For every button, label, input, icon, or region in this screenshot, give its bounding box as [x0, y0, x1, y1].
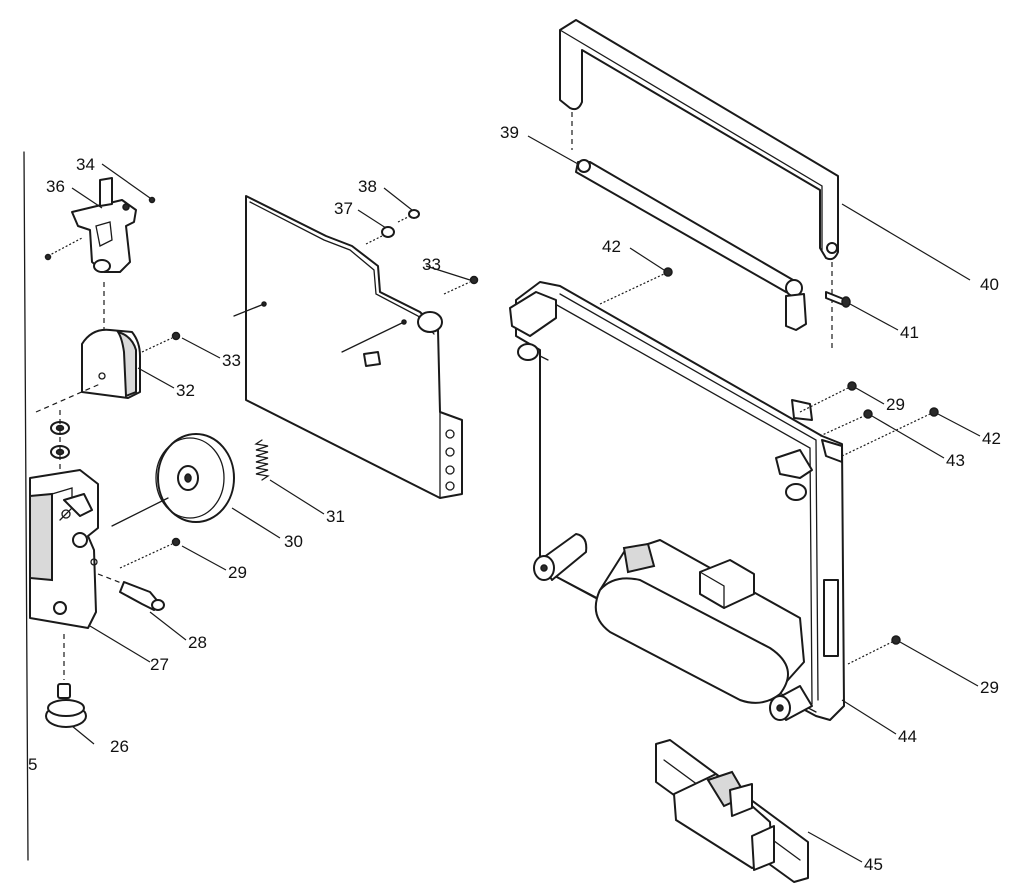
screw-left-36 [44, 237, 83, 261]
callout-40: 40 [980, 275, 999, 294]
part-32-guide-block [81, 328, 141, 399]
part-34-screw [148, 196, 156, 204]
screw-33-upper [443, 275, 479, 295]
callout-30: 30 [284, 532, 303, 551]
frame-roller-right [769, 685, 813, 721]
callout-45: 45 [864, 855, 883, 874]
part-36-bracket [71, 177, 137, 273]
part-45-module [655, 739, 809, 883]
part-26-knob [45, 634, 87, 728]
callout-28: 28 [188, 633, 207, 652]
part-28-shaft-pin [97, 573, 165, 611]
screw-42-lower [841, 407, 939, 457]
callout-42-upper: 42 [602, 237, 621, 256]
part-31-spring [254, 439, 270, 481]
callout-37: 37 [334, 199, 353, 218]
callout-34: 34 [76, 155, 95, 174]
callout-29-right-upper: 29 [886, 395, 905, 414]
part-41-pin [825, 291, 851, 308]
screw-29-left [119, 537, 181, 569]
part-40-handle [559, 19, 839, 261]
leader-lines [71, 135, 981, 863]
callout-5: 5 [28, 755, 37, 774]
part-30-pulley [111, 433, 235, 527]
callout-33-lower: 33 [222, 351, 241, 370]
circuit-board-plate [233, 195, 463, 499]
page-edge-line [23, 151, 29, 861]
frame-roller-left [533, 533, 588, 581]
callout-26: 26 [110, 737, 129, 756]
washer-stack [50, 410, 70, 470]
callout-29-right-lower: 29 [980, 678, 999, 697]
callout-39: 39 [500, 123, 519, 142]
part-39-rod [575, 159, 807, 331]
callout-41: 41 [900, 323, 919, 342]
part-27-mechanism-bracket [29, 469, 99, 629]
screw-38 [397, 209, 420, 223]
callout-42-lower: 42 [982, 429, 1001, 448]
callout-32: 32 [176, 381, 195, 400]
screw-33-lower [141, 331, 181, 353]
callout-36: 36 [46, 177, 65, 196]
callout-43: 43 [946, 451, 965, 470]
callout-27: 27 [150, 655, 169, 674]
align-32-27 [35, 383, 101, 413]
callout-29-left: 29 [228, 563, 247, 582]
callout-33-upper: 33 [422, 255, 441, 274]
screw-37 [365, 226, 395, 245]
screw-42-upper [599, 267, 673, 305]
callout-31: 31 [326, 507, 345, 526]
callout-38: 38 [358, 177, 377, 196]
callout-44: 44 [898, 727, 917, 746]
motor-housing [594, 539, 805, 704]
screw-29-right-lower [847, 635, 901, 665]
screw-43 [819, 409, 873, 437]
screw-29-right-upper [799, 381, 857, 413]
callout-labels: 26 27 28 29 29 29 30 31 32 33 33 34 36 3… [28, 123, 1001, 874]
